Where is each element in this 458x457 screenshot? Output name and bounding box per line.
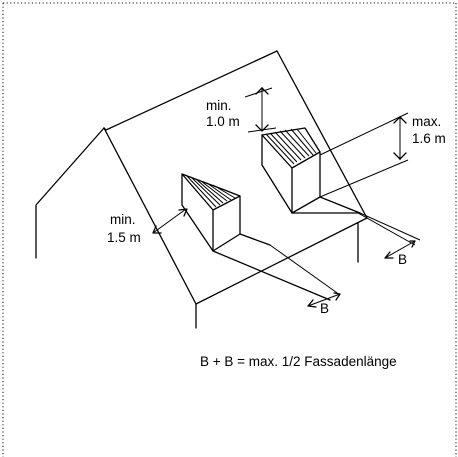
label-min-top-2: 1.0 m xyxy=(206,114,240,129)
label-min-top-1: min. xyxy=(206,98,232,113)
label-b-right: B xyxy=(398,252,407,267)
dim-max-1-6 xyxy=(319,112,409,198)
dim-min-1-0 xyxy=(244,87,277,133)
label-b-bottom: B xyxy=(320,301,329,316)
caption: B + B = max. 1/2 Fassadenlänge xyxy=(200,354,397,369)
dormer-back xyxy=(261,127,361,214)
dim-b-bottom xyxy=(269,244,341,308)
label-min-left-1: min. xyxy=(110,212,136,227)
dim-min-1-5 xyxy=(152,208,188,234)
label-max-2: 1.6 m xyxy=(412,131,446,146)
dormer-front xyxy=(181,173,331,301)
dim-b-right xyxy=(357,212,421,259)
label-max-1: max. xyxy=(412,114,441,129)
label-min-left-2: 1.5 m xyxy=(107,230,141,245)
house-outline xyxy=(35,50,368,329)
